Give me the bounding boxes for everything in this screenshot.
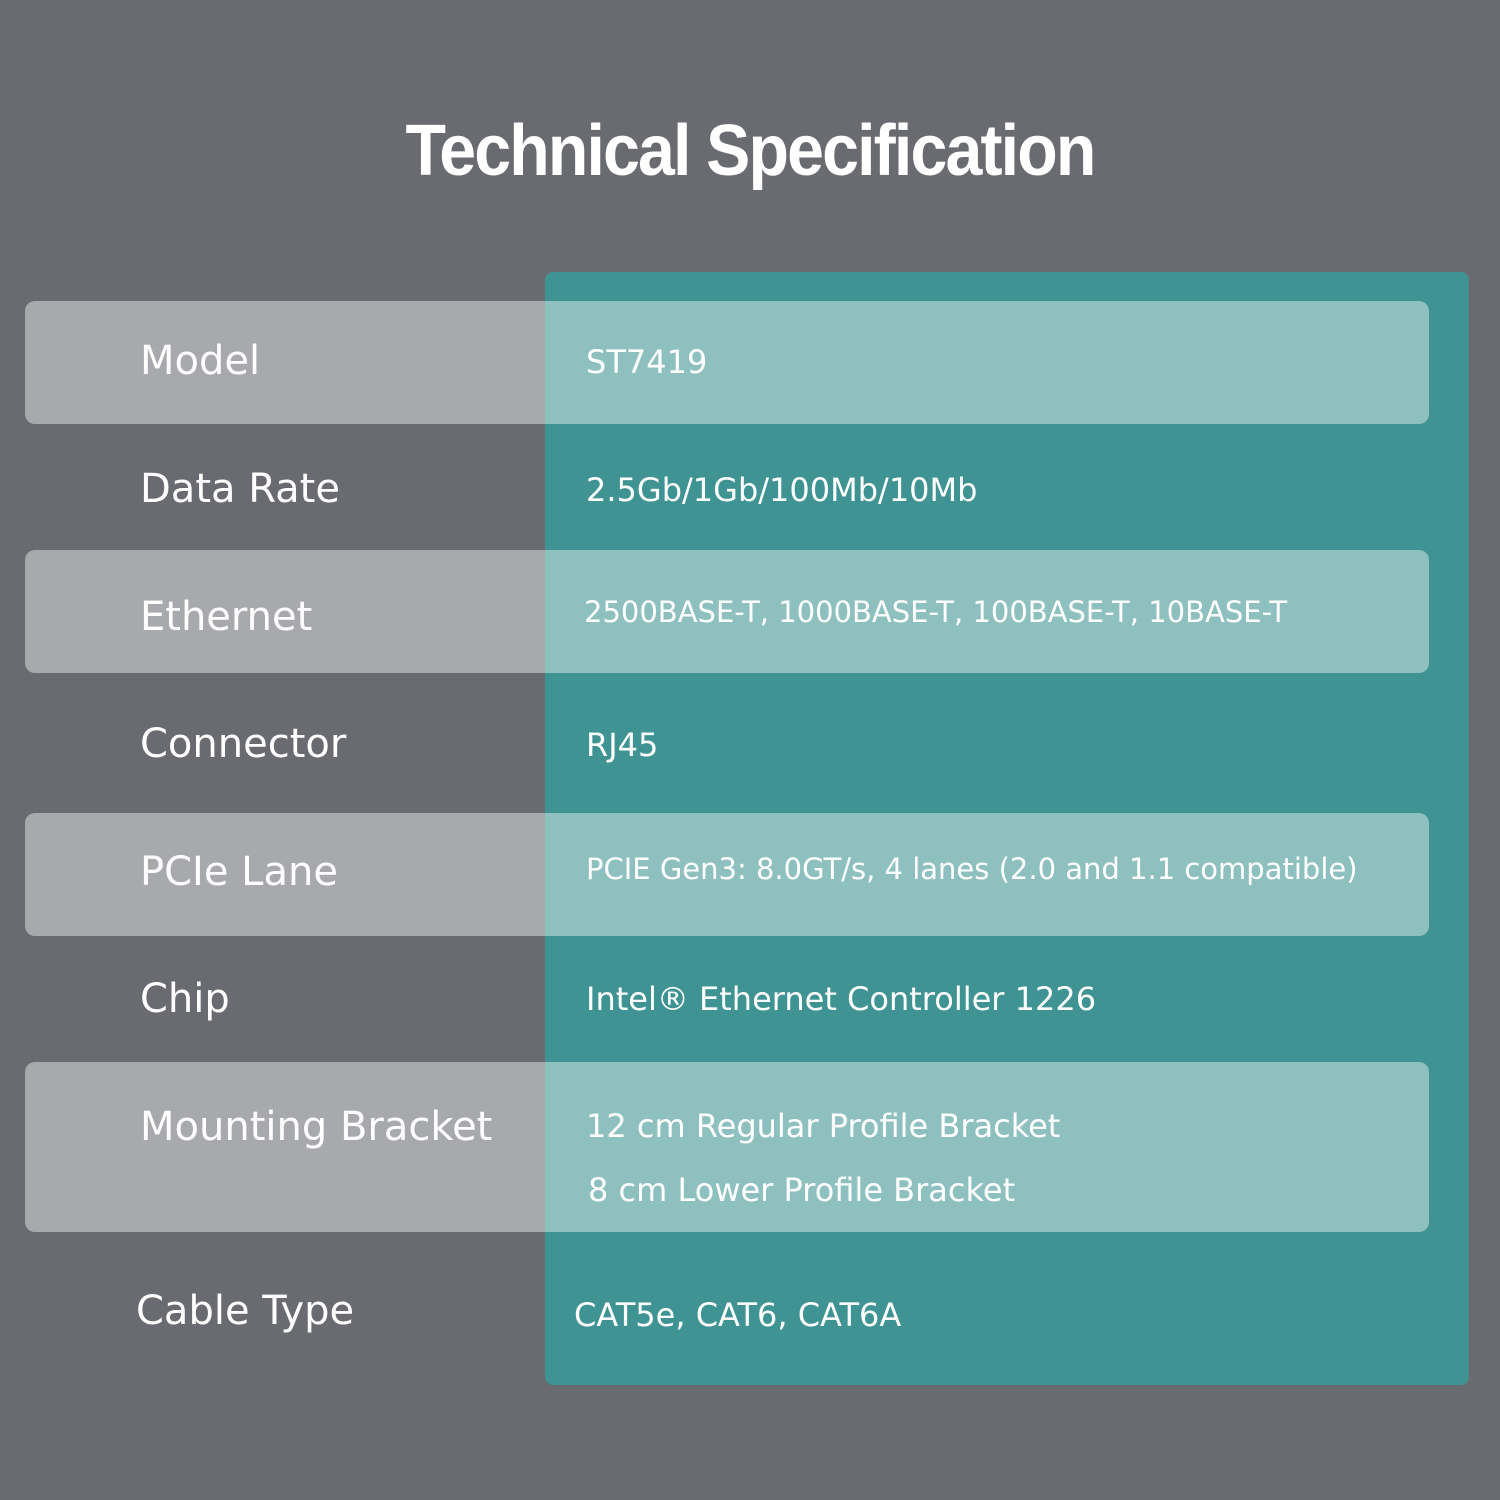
spec-value-ethernet: 2500BASE-T, 1000BASE-T, 100BASE-T, 10BAS…: [584, 595, 1288, 629]
spec-label-data-rate: Data Rate: [140, 466, 340, 512]
spec-value-connector: RJ45: [586, 726, 659, 764]
page-title: Technical Specification: [405, 111, 1097, 191]
spec-label-ethernet: Ethernet: [140, 594, 313, 640]
spec-label-chip: Chip: [140, 976, 230, 1022]
spec-value-cable-type: CAT5e, CAT6, CAT6A: [574, 1296, 902, 1334]
spec-value-model: ST7419: [586, 343, 708, 381]
spec-value-data-rate: 2.5Gb/1Gb/100Mb/10Mb: [586, 471, 978, 509]
values-column-panel: [545, 272, 1469, 1385]
spec-label-mounting-bracket: Mounting Bracket: [140, 1104, 493, 1150]
row-band-mounting-bracket: [25, 1062, 1429, 1232]
row-band-model: [25, 301, 1429, 424]
spec-value-mounting-bracket-regular: 12 cm Regular Profile Bracket: [586, 1107, 1061, 1145]
spec-value-pcie-lane: PCIE Gen3: 8.0GT/s, 4 lanes (2.0 and 1.1…: [586, 852, 1358, 886]
spec-label-connector: Connector: [140, 721, 347, 767]
row-band-ethernet: [25, 550, 1429, 673]
spec-label-cable-type: Cable Type: [136, 1288, 355, 1334]
row-band-pcie-lane: [25, 813, 1429, 936]
spec-label-pcie-lane: PCIe Lane: [140, 849, 338, 895]
spec-value-chip: Intel® Ethernet Controller 1226: [586, 980, 1097, 1018]
spec-value-mounting-bracket-low: 8 cm Lower Profile Bracket: [588, 1171, 1016, 1209]
spec-label-model: Model: [140, 338, 261, 384]
